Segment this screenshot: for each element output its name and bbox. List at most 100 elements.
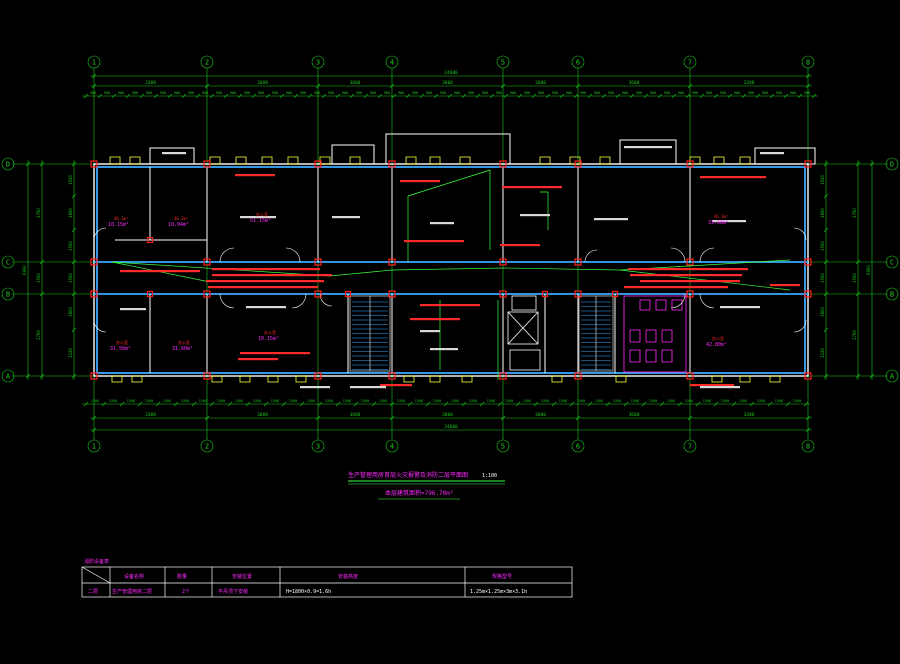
axis-label: 2 [205,443,209,451]
dim-tick [823,373,829,379]
dim-tick [405,93,411,99]
dim-tick [601,93,607,99]
dim-tick [767,401,773,407]
dim-text: 900 [720,91,726,95]
dim-tick [657,93,663,99]
window-north [405,156,417,165]
dim-tick [125,93,131,99]
dim-tick [279,93,285,99]
column [611,290,619,298]
dim-text: 3600 [350,412,361,418]
dim-text: 1500 [253,399,261,403]
axis-bubble [496,439,510,453]
room-name: 办公室 [256,211,268,217]
dim-text: 900 [384,91,390,95]
dim-tick [251,93,257,99]
dim-text: 1500 [217,399,225,403]
dim-tick [315,415,321,421]
dim-text: 900 [90,91,96,95]
dim-text: 1500 [68,241,73,251]
dim-tick [803,401,809,407]
dim-tick [195,93,201,99]
dim-tick [293,93,299,99]
annotation-text [350,386,386,389]
elevator-core [507,295,541,371]
dim-tick [823,193,829,199]
dim-text: 1500 [361,399,369,403]
dim-tick [727,93,733,99]
dim-tick [805,73,811,79]
dim-text: 900 [146,91,152,95]
window-south [267,375,279,383]
dim-tick [389,83,395,89]
column [574,160,582,168]
dim-text: 1500 [685,399,693,403]
dim-tick [587,93,593,99]
dim-tick [39,259,45,265]
dim-tick [687,83,693,89]
annotation-text [380,384,412,387]
dim-text: 1500 [127,399,135,403]
dim-text: 1500 [820,273,825,283]
dim-tick [573,93,579,99]
axis-bubble [885,255,899,269]
column [686,372,694,380]
dim-tick [265,93,271,99]
annotation-text [300,386,330,389]
room-area: 10.15m² [258,336,279,342]
red-annotations [120,174,800,387]
dim-tick [769,93,775,99]
area-note: 本层建筑面积=796.70m² [385,489,454,497]
annotation-text [630,274,742,277]
room-area: 42.80m² [706,342,727,348]
room-name: 办公室 [116,339,128,345]
column [804,258,812,266]
dim-text: 900 [734,91,740,95]
dim-tick [209,93,215,99]
column [574,372,582,380]
dim-tick [559,93,565,99]
dim-text: 1500 [145,399,153,403]
window-north [599,156,611,165]
room-area: 10.15m² [108,222,129,228]
dim-text: 3300 [145,80,156,86]
axis-label: 4 [390,59,394,67]
column [574,290,582,298]
dim-text: 900 [160,91,166,95]
annotation-text [770,284,800,287]
dim-text: 1500 [613,399,621,403]
dim-text: 1500 [541,399,549,403]
dim-text: 900 [482,91,488,95]
window-south [295,375,307,383]
column [499,290,507,298]
windows-north [109,156,751,165]
axis-label: 8 [806,443,810,451]
dim-tick [227,401,233,407]
axis-bubble [496,55,510,69]
axis-bubble [87,55,101,69]
annotation-text [624,286,728,289]
dim-tick [500,415,506,421]
dim-tick [91,415,97,421]
dim-text: 1500 [649,399,657,403]
window-north [287,156,299,165]
dim-tick [425,401,431,407]
annotation-text [420,304,480,307]
dim-tick [335,401,341,407]
dim-text: 1500 [631,399,639,403]
dim-text: 1500 [68,273,73,283]
dim-tick [731,401,737,407]
dim-tick [153,93,159,99]
dim-text: 900 [188,91,194,95]
column [388,290,396,298]
dim-text: 900 [412,91,418,95]
dim-text: 900 [300,91,306,95]
column [314,290,322,298]
dim-tick [797,93,803,99]
dim-tick [531,93,537,99]
dim-tick [119,401,125,407]
window-north [539,156,551,165]
axis-bubble [801,55,815,69]
axis-bubble [683,55,697,69]
